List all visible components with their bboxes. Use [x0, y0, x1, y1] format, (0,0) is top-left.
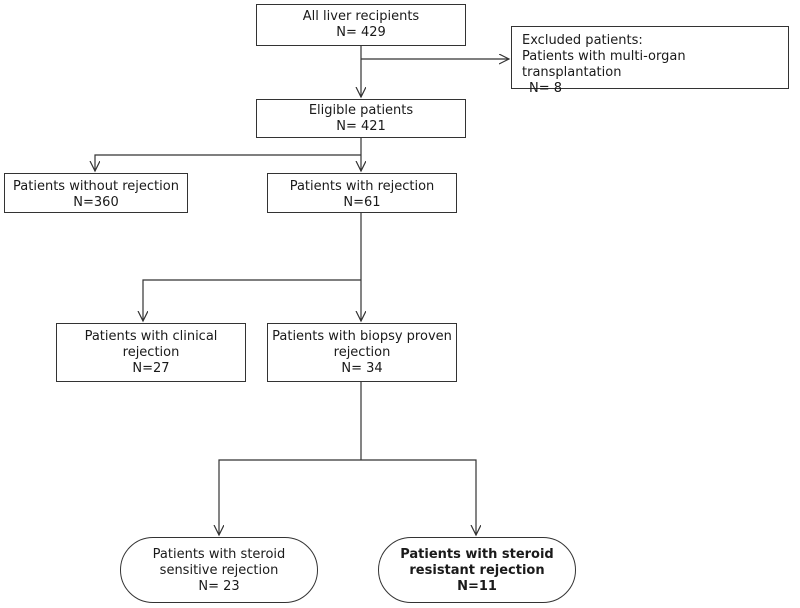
node-steroid-sensitive-count: N= 23 [198, 579, 240, 594]
node-excluded-detail: Patients with multi-organ transplantatio… [522, 49, 686, 80]
node-without-rejection-count: N=360 [73, 195, 119, 210]
node-steroid-resistant-line2: resistant rejection [409, 563, 545, 578]
node-excluded: Excluded patients: Patients with multi-o… [511, 26, 789, 96]
arrow-biopsy-to-sensitive [219, 459, 361, 535]
node-all-recipients-label: All liver recipients [302, 9, 420, 24]
node-clinical-rejection-line2: rejection [122, 345, 180, 360]
node-with-rejection-label: Patients with rejection [289, 179, 435, 194]
node-with-rejection-count: N=61 [343, 195, 381, 210]
arrow-rejection-to-clinical [143, 279, 361, 321]
node-biopsy-rejection: Patients with biopsy proven rejection N=… [267, 323, 457, 382]
node-clinical-rejection-line1: Patients with clinical [84, 329, 218, 344]
node-without-rejection-label: Patients without rejection [13, 179, 179, 194]
node-eligible-label: Eligible patients [308, 103, 414, 118]
node-all-recipients-count: N= 429 [336, 25, 386, 40]
node-all-recipients: All liver recipients N= 429 [256, 4, 466, 46]
node-biopsy-rejection-line1: Patients with biopsy proven [272, 329, 452, 344]
node-eligible-count: N= 421 [336, 119, 386, 134]
node-steroid-resistant-line1: Patients with steroid [400, 547, 554, 562]
node-biopsy-rejection-count: N= 34 [341, 361, 383, 376]
node-steroid-resistant-count: N=11 [457, 579, 497, 594]
node-biopsy-rejection-line2: rejection [333, 345, 391, 360]
node-with-rejection: Patients with rejection N=61 [267, 173, 457, 213]
node-without-rejection: Patients without rejection N=360 [4, 173, 188, 213]
arrow-biopsy-to-resistant [361, 459, 476, 535]
node-eligible: Eligible patients N= 421 [256, 99, 466, 138]
node-clinical-rejection: Patients with clinical rejection N=27 [56, 323, 246, 382]
arrow-eligible-to-without-rejection [95, 154, 361, 171]
node-steroid-sensitive: Patients with steroid sensitive rejectio… [120, 537, 318, 603]
node-steroid-sensitive-line2: sensitive rejection [159, 563, 279, 578]
node-steroid-resistant: Patients with steroid resistant rejectio… [378, 537, 576, 603]
node-excluded-label: Excluded patients: [522, 33, 643, 48]
node-excluded-count: N= 8 [529, 81, 563, 96]
node-steroid-sensitive-line1: Patients with steroid [152, 547, 286, 562]
node-clinical-rejection-count: N=27 [132, 361, 170, 376]
